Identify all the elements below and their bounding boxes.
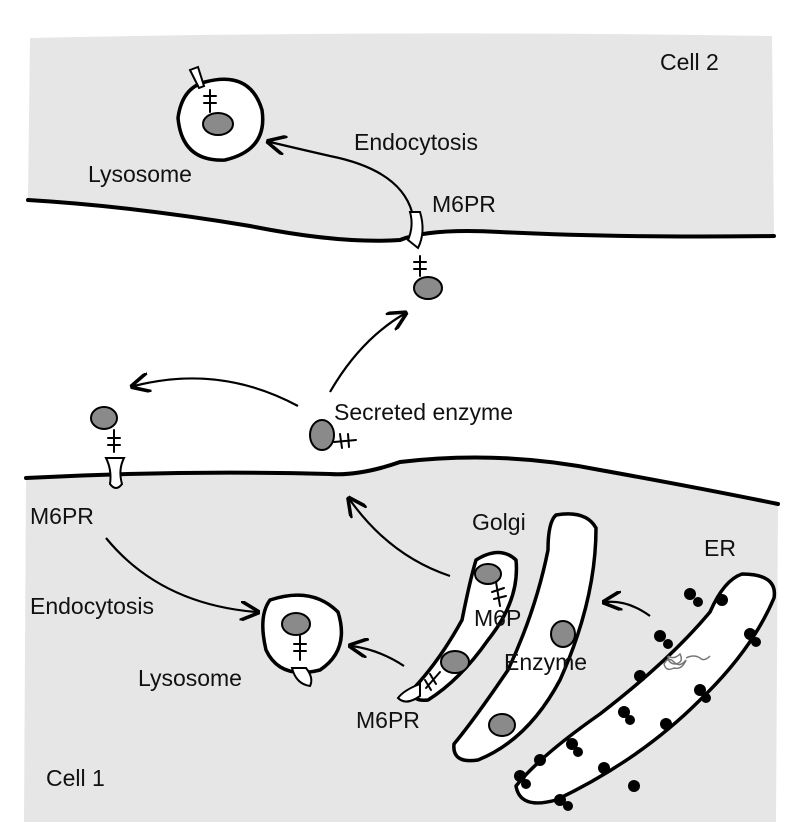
arrow-golgi-to-membrane (350, 500, 451, 578)
label-enzyme: Enzyme (504, 649, 587, 675)
label-secreted-enzyme: Secreted enzyme (334, 399, 513, 425)
lysosomal-enzyme (550, 620, 576, 648)
m6p-receptor (290, 667, 313, 688)
lysosomal-enzyme (281, 612, 311, 636)
lysosomal-enzyme (202, 112, 234, 136)
lysosomal-enzyme (309, 419, 335, 451)
cell-2-membrane (26, 198, 776, 243)
arrow-endocytosis-to-lysosome-bottom (105, 537, 256, 612)
endoplasmic-reticulum (514, 572, 777, 811)
m6p-sugar-chain (413, 255, 427, 277)
golgi-vesicle (396, 550, 519, 703)
label-cell-1: Cell 1 (46, 765, 105, 791)
label-golgi: Golgi (472, 509, 526, 535)
label-lysosome-bottom: Lysosome (138, 665, 242, 691)
label-endocytosis-top: Endocytosis (354, 129, 478, 155)
lysosome-bottom (261, 593, 344, 688)
m6p-sugar-chain (333, 433, 357, 449)
cell-1-cytoplasm (24, 457, 778, 822)
m6p-receptor (104, 457, 126, 489)
lysosomal-enzyme (488, 713, 516, 737)
label-m6pr-left: M6PR (30, 503, 94, 529)
m6p-receptor (188, 65, 206, 90)
m6p-sugar-chain (424, 671, 441, 691)
m6p-sugar-chain (491, 581, 507, 607)
receptor-bound-enzyme-cell-1 (90, 406, 126, 489)
arrow-secreted-to-cell-2 (329, 314, 404, 393)
golgi-cisterna (452, 512, 598, 763)
label-m6p: M6P (474, 605, 521, 631)
label-cell-2: Cell 2 (660, 49, 719, 75)
m6p-receptor (396, 682, 421, 703)
ribosomes (514, 588, 761, 811)
lysosomal-enzyme (413, 276, 443, 300)
cell-1-membrane (24, 455, 780, 506)
receptor-bound-enzyme-cell-2 (406, 211, 443, 300)
secreted-enzyme-molecule (309, 419, 357, 451)
nascent-polypeptide (663, 652, 711, 671)
m6p-sugar-chain (107, 429, 121, 453)
lysosomal-enzyme (90, 406, 118, 430)
label-er: ER (704, 535, 736, 561)
label-lysosome-top: Lysosome (88, 161, 192, 187)
lysosome-top (176, 65, 265, 162)
arrow-secreted-to-cell-1-membrane (134, 378, 299, 407)
lysosomal-enzyme (474, 563, 502, 585)
m6p-receptor (406, 211, 424, 250)
label-endocytosis-bottom: Endocytosis (30, 593, 154, 619)
label-m6pr-top: M6PR (432, 191, 496, 217)
label-m6pr-bottom: M6PR (356, 707, 420, 733)
arrow-golgi-to-lysosome (352, 646, 405, 667)
m6p-sugar-chain (203, 89, 217, 113)
arrow-endocytosis-to-lysosome-top (270, 142, 414, 213)
arrow-er-to-golgi (606, 602, 651, 617)
lysosomal-enzyme (440, 650, 470, 674)
m6p-sugar-chain (293, 635, 307, 661)
